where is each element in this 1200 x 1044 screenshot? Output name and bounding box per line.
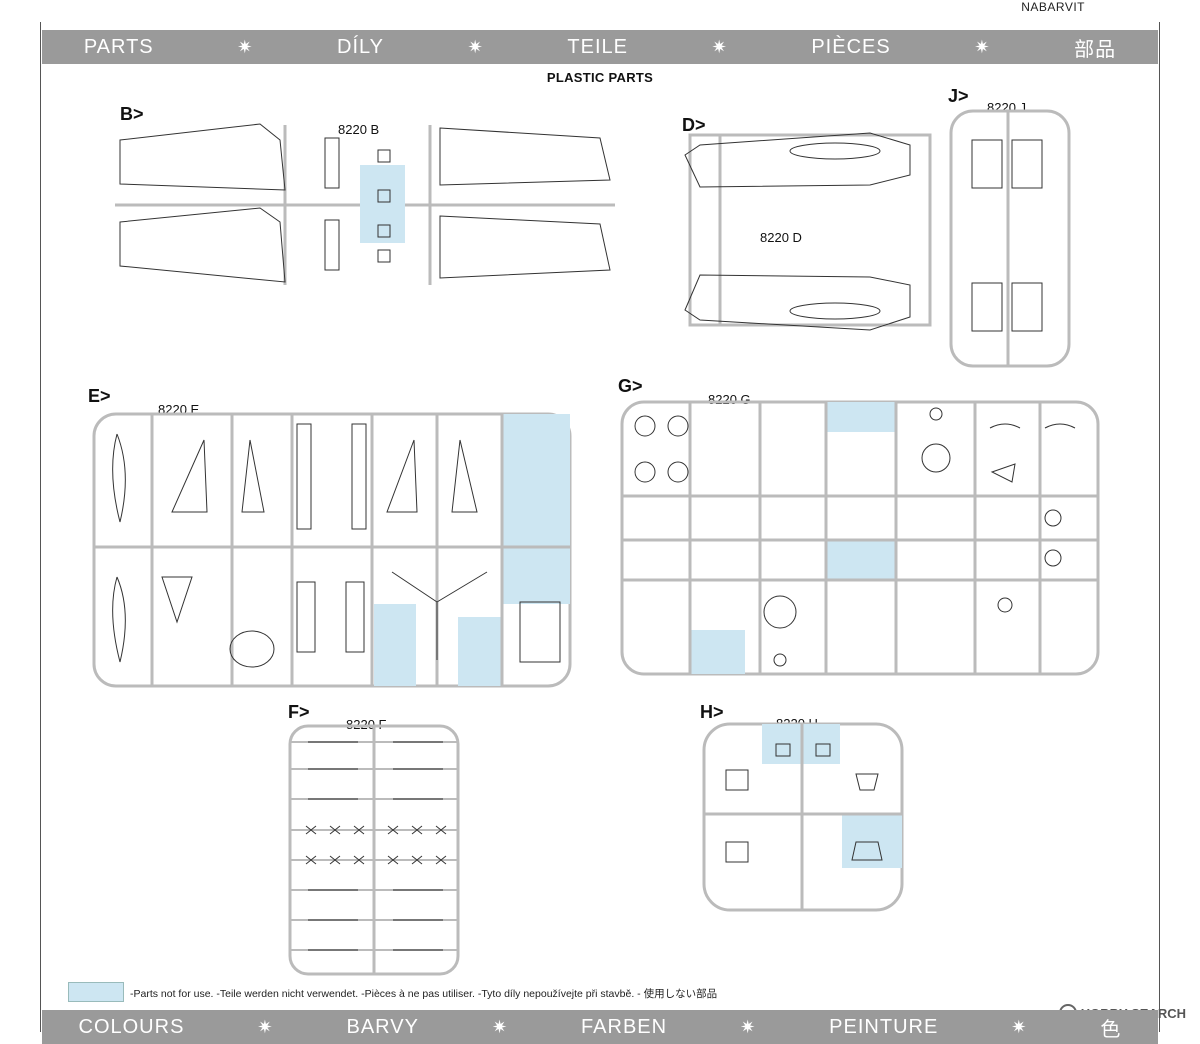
legend-swatch xyxy=(68,982,124,1002)
tab-parts: PARTS xyxy=(83,35,154,58)
sprue-j-diagram xyxy=(949,109,1071,368)
legend-text: -Parts not for use. -Teile werden nicht … xyxy=(130,988,718,1000)
sprue-j-letter: J> xyxy=(948,86,969,106)
sprue-e-letter: E> xyxy=(88,386,111,406)
tab-dily: DÍLY xyxy=(337,35,385,58)
top-label: NABARVIT xyxy=(1021,0,1085,14)
star-icon: ✷ xyxy=(491,1016,509,1037)
star-icon: ✷ xyxy=(237,36,254,57)
tab-peinture: PEINTURE xyxy=(829,1015,939,1038)
section-title: PLASTIC PARTS xyxy=(546,70,654,85)
tab-pieces: PIÈCES xyxy=(811,35,891,58)
sprue-d-diagram xyxy=(684,132,932,331)
tab-barvy: BARVY xyxy=(346,1015,419,1038)
star-icon: ✷ xyxy=(974,36,991,57)
star-icon: ✷ xyxy=(467,36,484,57)
tab-colours: COLOURS xyxy=(78,1015,185,1038)
sprue-f-diagram xyxy=(288,724,460,976)
sprue-b-diagram xyxy=(115,123,615,285)
star-icon: ✷ xyxy=(740,1016,757,1037)
header-bar: PARTS ✷ DÍLY ✷ TEILE ✷ PIÈCES ✷ 部品 xyxy=(42,30,1158,64)
page-border xyxy=(40,22,1160,1032)
sprue-d-code: 8220 D xyxy=(760,230,802,245)
sprue-d-letter: D> xyxy=(682,115,706,135)
sprue-e-diagram xyxy=(92,412,572,688)
sprue-f-letter: F> xyxy=(288,702,310,722)
sprue-g-letter: G> xyxy=(618,376,643,396)
star-icon: ✷ xyxy=(711,36,728,57)
sprue-h-letter: H> xyxy=(700,702,724,722)
tab-buhin: 部品 xyxy=(1074,38,1117,61)
sprue-b-letter: B> xyxy=(120,104,144,124)
tab-teile: TEILE xyxy=(567,35,628,58)
sprue-g-diagram xyxy=(620,400,1100,676)
star-icon: ✷ xyxy=(1011,1016,1028,1037)
footer-bar: COLOURS ✷ BARVY ✷ FARBEN ✷ PEINTURE ✷ 色 xyxy=(42,1010,1158,1044)
tab-farben: FARBEN xyxy=(581,1015,668,1038)
sprue-h-diagram xyxy=(702,722,904,912)
tab-iro: 色 xyxy=(1100,1018,1122,1041)
sprue-b-code: 8220 B xyxy=(338,122,380,137)
star-icon: ✷ xyxy=(257,1016,274,1037)
